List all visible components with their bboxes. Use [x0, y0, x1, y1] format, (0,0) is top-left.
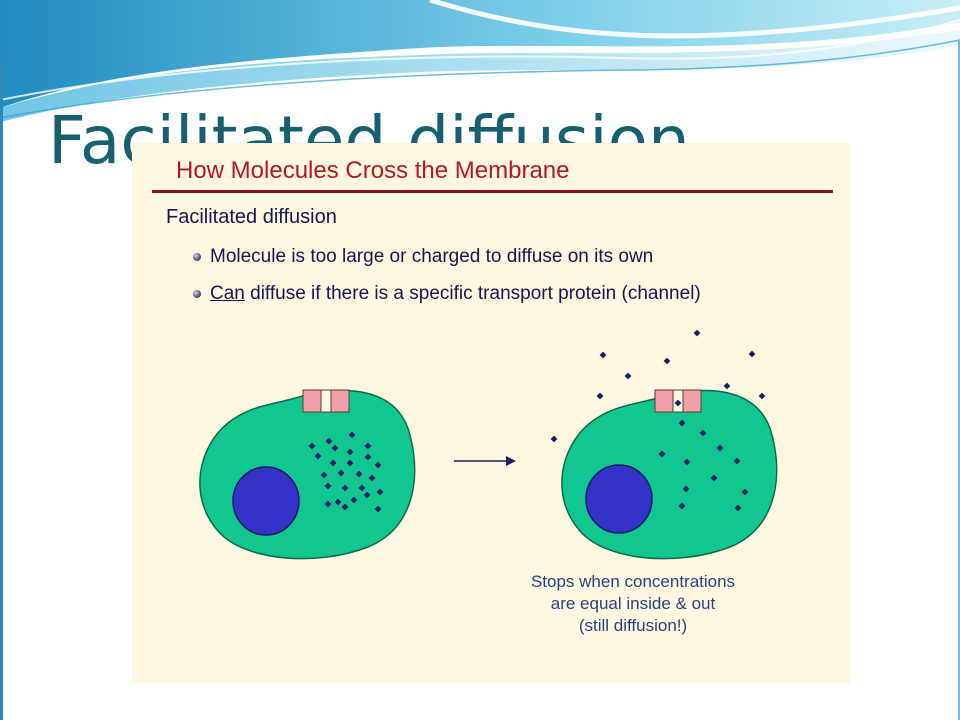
molecule-dot [364, 442, 372, 450]
molecule-dot [325, 437, 333, 445]
molecule-dot [314, 452, 322, 460]
bullet-item: Can diffuse if there is a specific trans… [193, 283, 701, 305]
bullet-dot-icon [193, 290, 201, 298]
cell-before [199, 389, 416, 560]
slide-frame-left [0, 60, 3, 720]
molecule-dot [364, 453, 372, 461]
molecule-dot [346, 448, 354, 456]
molecule-dot [324, 482, 332, 490]
caption-line: (still diffusion!) [578, 616, 688, 635]
caption-line: Stops when concentrations [530, 572, 736, 591]
decorative-wave-banner [0, 0, 960, 122]
molecule-dot [758, 392, 766, 400]
bullet-lead-word: Can [210, 283, 245, 304]
molecule-dot [355, 470, 363, 478]
molecule-dot [374, 505, 382, 513]
channel-protein-before [302, 389, 350, 413]
diffusion-diagram [199, 329, 778, 560]
molecule-dot [337, 469, 345, 477]
molecule-dot [363, 491, 371, 499]
molecule-dot [599, 351, 607, 359]
molecule-dot [320, 471, 328, 479]
molecule-dot [348, 431, 356, 439]
molecule-dot [723, 382, 731, 390]
bullet-item: Molecule is too large or charged to diff… [193, 246, 654, 268]
bullet-text: diffuse if there is a specific transport… [244, 283, 701, 304]
molecule-dot [350, 496, 358, 504]
panel-heading: How Molecules Cross the Membrane [176, 157, 570, 184]
molecule-dot [346, 459, 354, 467]
molecule-dot [341, 484, 349, 492]
diagram-caption: Stops when concentrations are equal insi… [508, 571, 758, 637]
molecules-inside [308, 431, 384, 513]
molecule-dot [596, 392, 604, 400]
molecule-dot [624, 372, 632, 380]
molecule-dot [693, 329, 701, 337]
molecule-dot [358, 484, 366, 492]
caption-line: are equal inside & out [550, 594, 716, 613]
molecule-dot [376, 488, 384, 496]
molecule-dot [748, 350, 756, 358]
slide-frame-right [958, 40, 960, 720]
panel-subheading: Facilitated diffusion [166, 206, 337, 228]
molecule-dot [331, 444, 339, 452]
molecule-dot [374, 461, 382, 469]
molecule-dot [550, 435, 558, 443]
molecule-dot [663, 357, 671, 365]
diagram-panel: How Molecules Cross the Membrane Facilit… [132, 143, 850, 683]
bullet-text: Molecule is too large or charged to diff… [210, 246, 654, 267]
molecule-dot [329, 459, 337, 467]
molecule-dot [308, 442, 316, 450]
nucleus-after [585, 464, 653, 534]
molecule-dot [368, 474, 376, 482]
molecule-dot [334, 498, 342, 506]
molecule-dot [341, 503, 349, 511]
transition-arrow [454, 456, 516, 466]
bullet-dot-icon [193, 253, 201, 261]
heading-rule [152, 190, 833, 193]
cell-after [561, 389, 778, 560]
molecule-dot [324, 500, 332, 508]
nucleus-before [232, 466, 300, 536]
